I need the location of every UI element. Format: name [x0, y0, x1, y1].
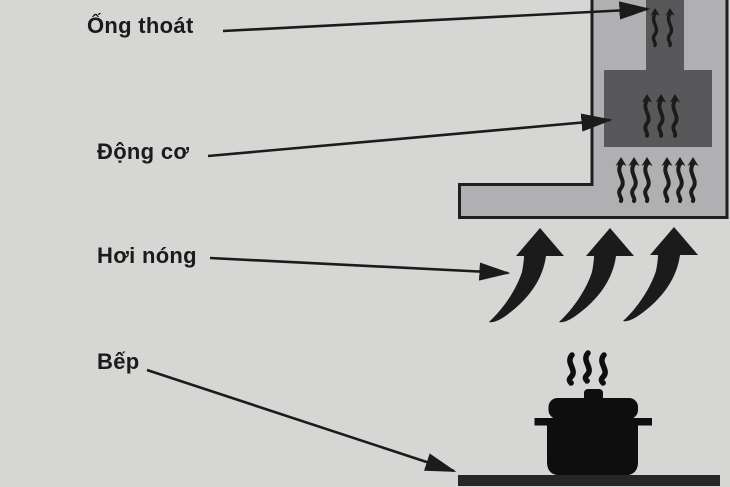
exhaust-pointer-arrow [222, 1, 651, 33]
rising-heat-arrows-icon [489, 227, 698, 323]
label-stove: Bếp [97, 349, 140, 374]
label-motor: Động cơ [97, 139, 190, 164]
label-hot-air: Hơi nóng [97, 243, 197, 268]
duct-and-motor-housing [604, 0, 712, 147]
stove-surface [458, 475, 720, 486]
motor-steam-icon [639, 92, 683, 138]
label-exhaust-duct: Ống thoát [87, 13, 194, 38]
stove-pointer-arrow [146, 368, 457, 473]
pot-icon [534, 353, 652, 476]
motor-pointer-arrow [207, 113, 613, 158]
hot-air-pointer-arrow [209, 256, 511, 281]
